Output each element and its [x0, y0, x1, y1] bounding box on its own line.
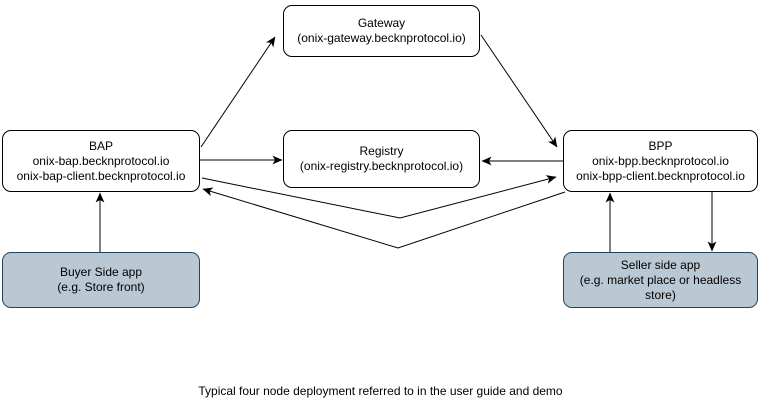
bpp-domain: onix-bpp.becknprotocol.io — [592, 153, 729, 168]
bap-title: BAP — [88, 138, 113, 153]
seller-app-subtitle: (e.g. market place or headless store) — [579, 272, 742, 302]
gateway-title: Gateway — [357, 16, 406, 30]
arrow-bap-to-gateway — [200, 36, 276, 148]
node-bap: BAP onix-bap.becknprotocol.io onix-bap-c… — [2, 130, 200, 192]
diagram-caption: Typical four node deployment referred to… — [198, 384, 563, 398]
node-seller-app: Seller side app (e.g. market place or he… — [563, 252, 758, 308]
registry-domain: (onix-registry.becknprotocol.io) — [299, 159, 464, 173]
seller-app-title: Seller side app — [620, 257, 701, 272]
node-buyer-app: Buyer Side app (e.g. Store front) — [2, 252, 200, 308]
buyer-app-title: Buyer Side app — [59, 265, 143, 279]
node-registry: Registry (onix-registry.becknprotocol.io… — [283, 130, 480, 188]
buyer-app-subtitle: (e.g. Store front) — [57, 280, 145, 294]
bpp-title: BPP — [648, 138, 673, 153]
gateway-domain: (onix-gateway.becknprotocol.io) — [297, 31, 466, 45]
arrow-gateway-to-bpp — [480, 34, 558, 148]
arrow-bpp-to-bap — [202, 187, 566, 249]
bpp-client-domain: onix-bpp-client.becknprotocol.io — [576, 168, 745, 183]
bap-domain: onix-bap.becknprotocol.io — [32, 153, 170, 168]
bap-client-domain: onix-bap-client.becknprotocol.io — [16, 168, 186, 183]
node-gateway: Gateway (onix-gateway.becknprotocol.io) — [283, 5, 480, 57]
registry-title: Registry — [359, 144, 404, 158]
node-bpp: BPP onix-bpp.becknprotocol.io onix-bpp-c… — [563, 130, 758, 192]
